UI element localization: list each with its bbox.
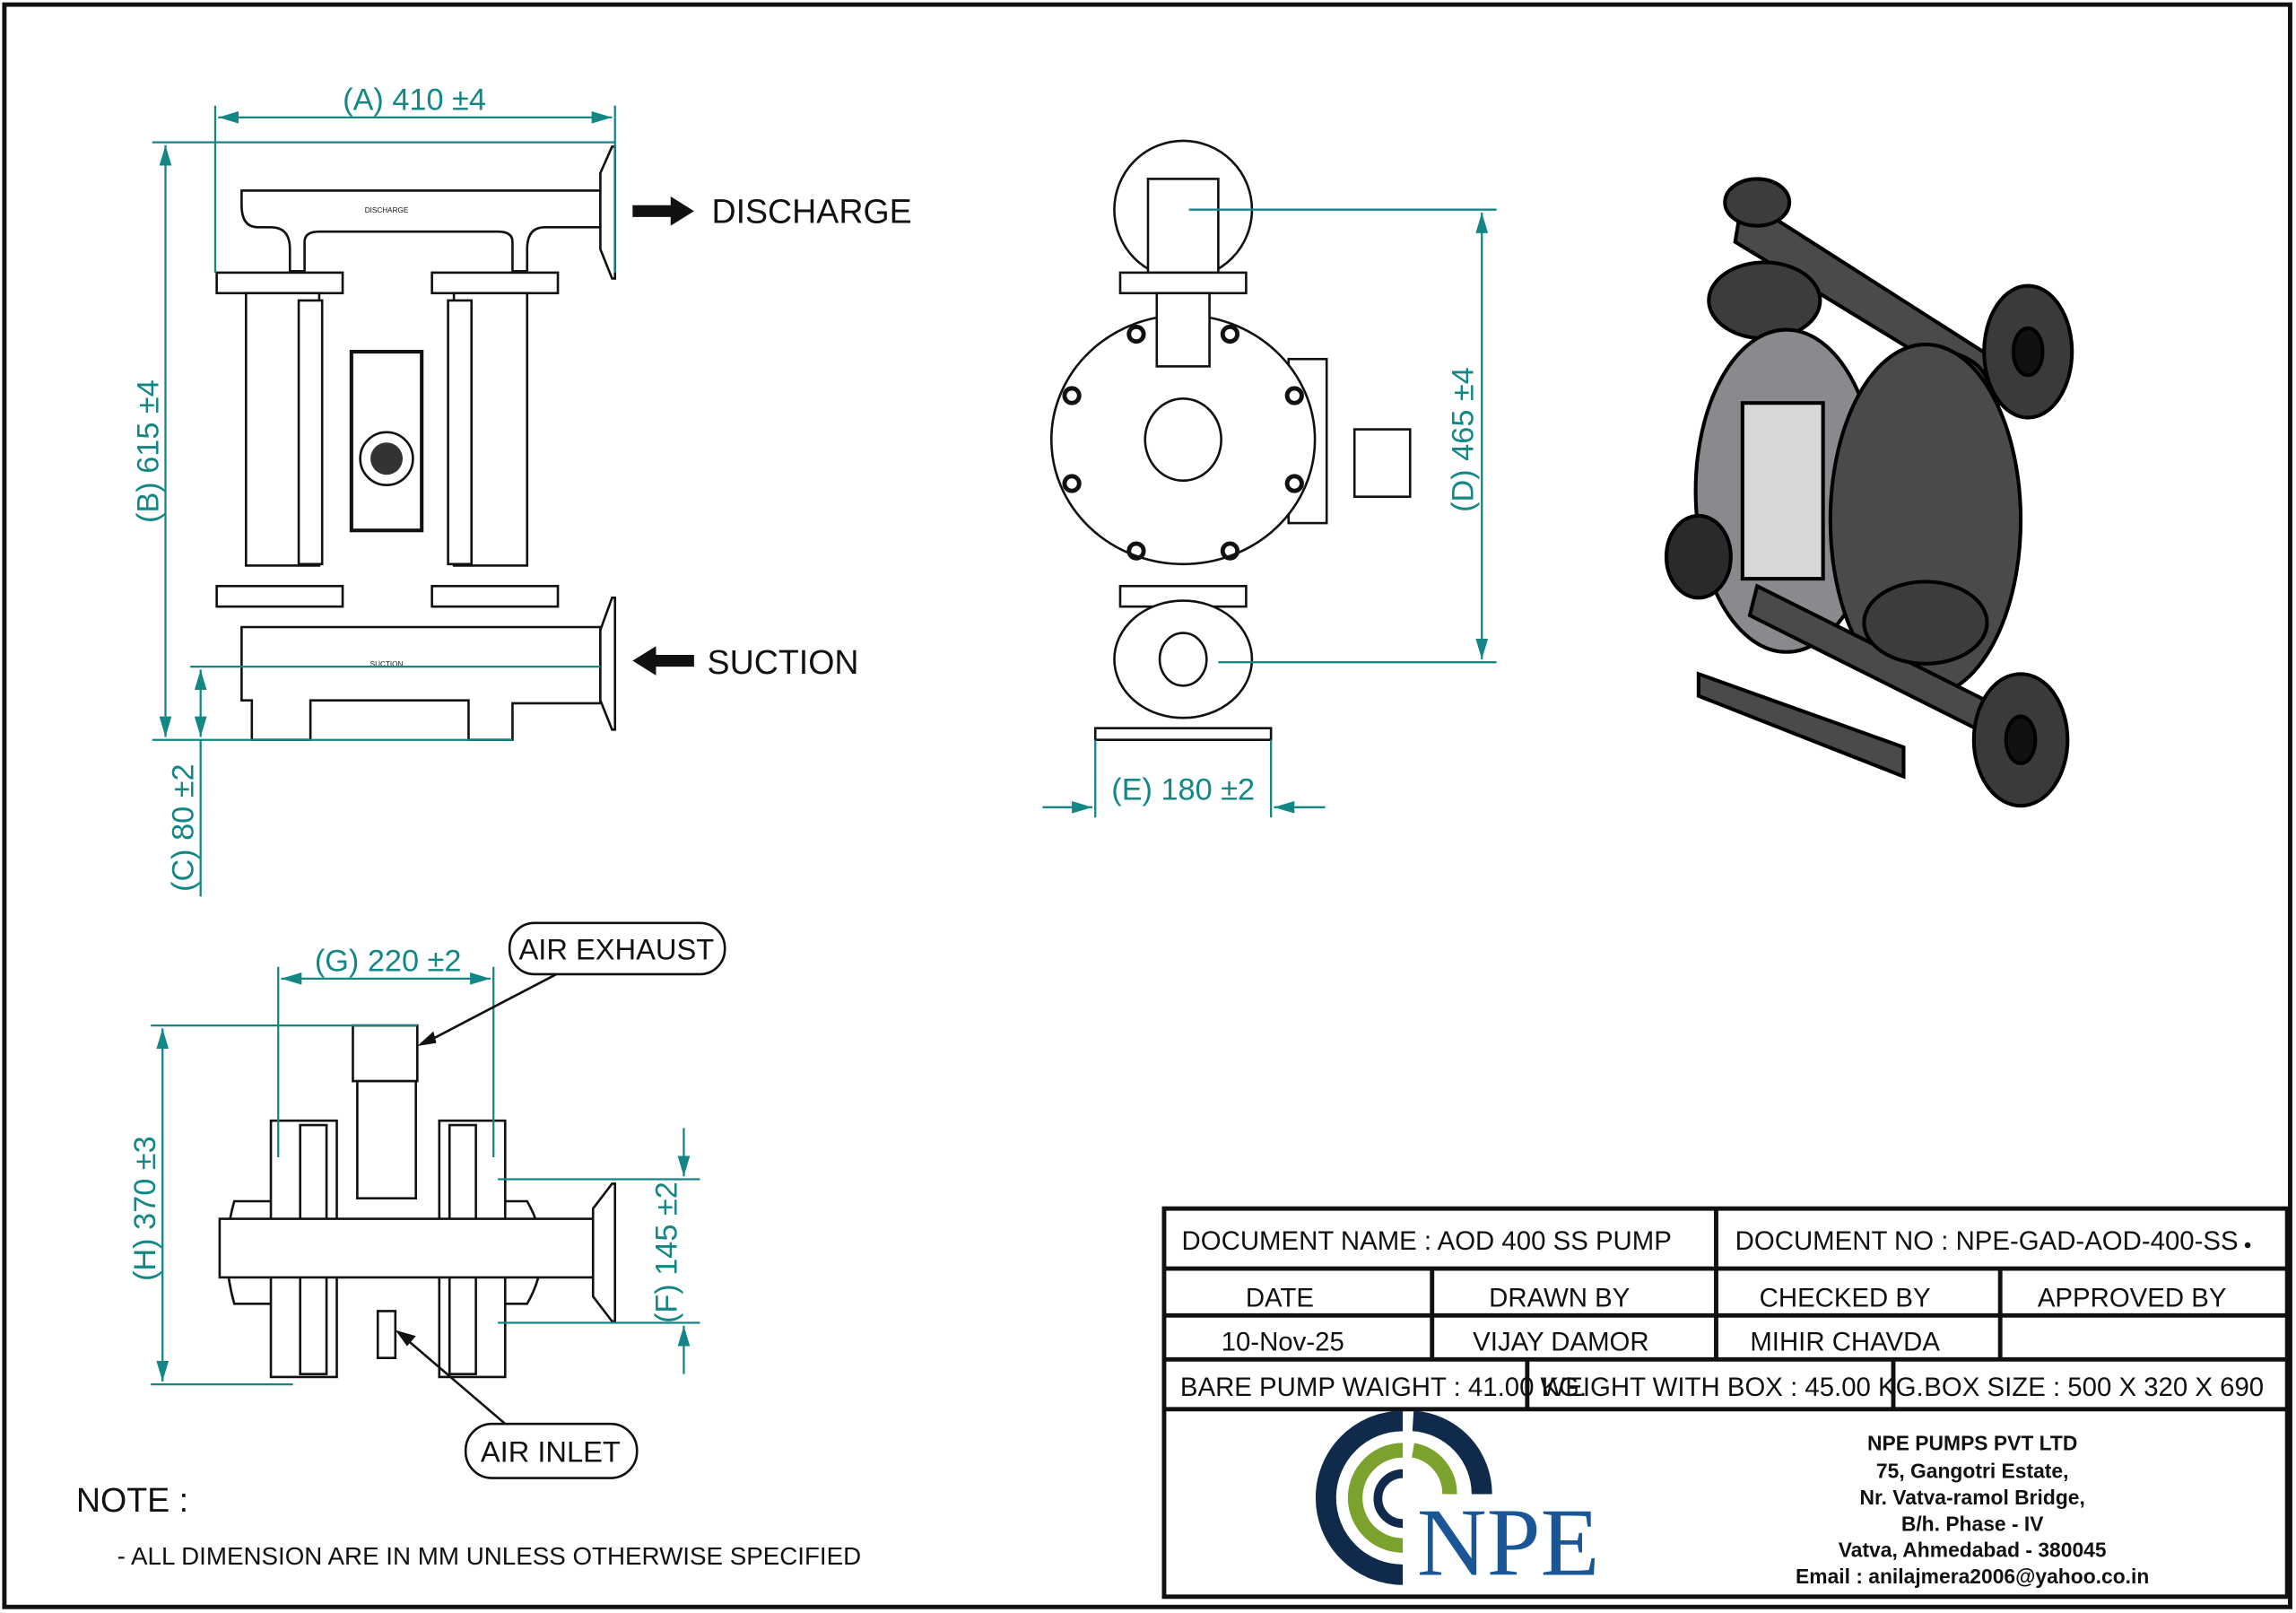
discharge-label: DISCHARGE — [711, 192, 911, 230]
dim-f-label: (F) 145 ±2 — [649, 1181, 683, 1323]
address-line-2: Nr. Vatva-ramol Bridge, — [1859, 1486, 2084, 1509]
title-block: DOCUMENT NAME : AOD 400 SS PUMP DOCUMENT… — [1161, 1206, 2290, 1600]
dim-b-label: (B) 615 ±4 — [131, 379, 165, 523]
air-inlet-callout — [464, 1422, 639, 1479]
document-no: DOCUMENT NO : NPE-GAD-AOD-400-SS — [1735, 1226, 2239, 1256]
pump-front-drawing: DISCHARGE SUCTION — [215, 145, 617, 742]
suction-arrow-icon — [632, 646, 694, 676]
weight-with-box: WEIGHT WITH BOX : 45.00 KG. — [1541, 1373, 1924, 1402]
pump-isometric-render — [1664, 177, 2074, 808]
front-view: DISCHARGE SUCTION (A) 410 ±4 (B) 615 ±4 … — [131, 83, 912, 897]
air-exhaust-label: AIR EXHAUST — [519, 933, 715, 966]
dim-g-label: (G) 220 ±2 — [315, 945, 462, 979]
header-checked-by: CHECKED BY — [1760, 1284, 1931, 1313]
value-checked-by: MIHIR CHAVDA — [1750, 1328, 1940, 1357]
svg-text:DISCHARGE: DISCHARGE — [365, 206, 409, 214]
pump-bottom-drawing — [218, 1024, 617, 1379]
note-line: - ALL DIMENSION ARE IN MM UNLESS OTHERWI… — [117, 1542, 862, 1570]
dim-e-label: (E) 180 ±2 — [1111, 773, 1255, 807]
svg-text:SUCTION: SUCTION — [370, 660, 404, 668]
dim-h-label: (H) 370 ±3 — [128, 1136, 162, 1281]
address-line-3: B/h. Phase - IV — [1901, 1512, 2044, 1535]
company-name: NPE PUMPS PVT LTD — [1867, 1432, 2077, 1455]
email: Email : anilajmera2006@yahoo.co.in — [1796, 1565, 2149, 1588]
air-inlet-label: AIR INLET — [481, 1435, 621, 1469]
address-line-1: 75, Gangotri Estate, — [1876, 1460, 2069, 1483]
address-line-4: Vatva, Ahmedabad - 380045 — [1839, 1539, 2107, 1562]
suction-label: SUCTION — [708, 643, 859, 681]
npe-logo: NPE — [1316, 1410, 1600, 1596]
bottom-view: (G) 220 ±2 (H) 370 ±3 (F) 145 ±2 AIR EXH… — [128, 921, 726, 1479]
header-drawn-by: DRAWN BY — [1489, 1284, 1630, 1313]
value-date: 10-Nov-25 — [1222, 1328, 1344, 1357]
dim-c-label: (C) 80 ±2 — [167, 763, 201, 892]
header-approved-by: APPROVED BY — [2038, 1284, 2227, 1313]
discharge-arrow-icon — [632, 196, 694, 226]
box-size: BOX SIZE : 500 X 320 X 690 — [1924, 1373, 2264, 1402]
side-view: (D) 465 ±4 (E) 180 ±2 — [1042, 139, 1497, 818]
logo-text: NPE — [1417, 1489, 1600, 1596]
dim-a-label: (A) 410 ±4 — [343, 83, 486, 118]
pump-side-drawing — [1049, 139, 1412, 742]
header-date: DATE — [1246, 1284, 1314, 1313]
note-title: NOTE : — [76, 1481, 188, 1519]
value-drawn-by: VIJAY DAMOR — [1473, 1328, 1648, 1357]
air-exhaust-callout — [508, 921, 726, 976]
bare-pump-weight: BARE PUMP WAIGHT : 41.00 KG. — [1180, 1373, 1587, 1402]
dim-d-label: (D) 465 ±4 — [1446, 367, 1480, 512]
document-name: DOCUMENT NAME : AOD 400 SS PUMP — [1182, 1226, 1672, 1256]
